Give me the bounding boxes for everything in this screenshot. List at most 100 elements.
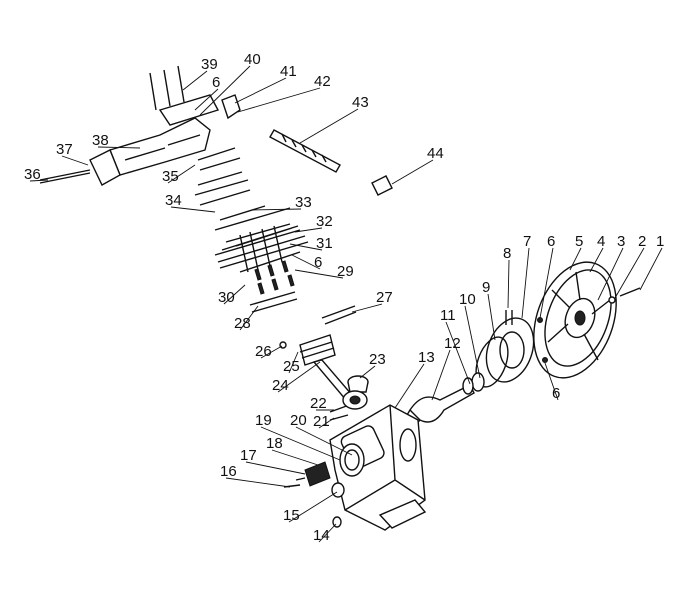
leader-line bbox=[237, 87, 321, 113]
leader-line bbox=[277, 361, 321, 393]
connecting-rod bbox=[279, 305, 368, 410]
leader-line bbox=[251, 208, 302, 211]
leader-line bbox=[569, 247, 582, 271]
leader-line bbox=[464, 305, 481, 379]
part-label-6: 6 bbox=[552, 385, 560, 402]
leader-line bbox=[288, 491, 338, 523]
leader-line bbox=[234, 77, 287, 104]
leader-line bbox=[299, 108, 359, 144]
leader-line bbox=[245, 461, 306, 475]
part-label-32: 32 bbox=[316, 213, 333, 230]
leader-line bbox=[431, 349, 451, 401]
part-label-41: 41 bbox=[280, 63, 297, 80]
leader-line bbox=[294, 227, 323, 233]
flywheel-bolts bbox=[505, 287, 641, 363]
part-label-15: 15 bbox=[283, 507, 300, 524]
part-label-33: 33 bbox=[295, 194, 312, 211]
part-label-12: 12 bbox=[444, 335, 461, 352]
flywheel bbox=[533, 261, 617, 379]
leader-line bbox=[614, 247, 645, 299]
part-label-34: 34 bbox=[165, 192, 182, 209]
part-label-11: 11 bbox=[440, 307, 456, 324]
part-label-24: 24 bbox=[272, 377, 289, 394]
part-label-8: 8 bbox=[503, 245, 511, 262]
leader-line bbox=[394, 363, 425, 409]
part-label-37: 37 bbox=[56, 141, 73, 158]
part-label-9: 9 bbox=[482, 279, 490, 296]
part-label-43: 43 bbox=[352, 94, 369, 111]
leader-line bbox=[29, 179, 49, 182]
leader-line bbox=[194, 88, 219, 111]
leader-line bbox=[260, 345, 283, 359]
part-label-21: 21 bbox=[313, 413, 330, 430]
leader-line bbox=[167, 164, 196, 184]
part-label-5: 5 bbox=[575, 233, 583, 250]
leader-line bbox=[318, 523, 337, 543]
part-label-18: 18 bbox=[266, 435, 283, 452]
leader-line bbox=[359, 365, 376, 379]
leader-line bbox=[61, 155, 89, 166]
part-label-6: 6 bbox=[314, 254, 322, 271]
leader-line bbox=[539, 247, 554, 319]
leader-line bbox=[445, 321, 471, 385]
leader-line bbox=[288, 351, 299, 374]
leader-line bbox=[487, 293, 496, 341]
cylinder-rings bbox=[194, 147, 309, 313]
leader-line bbox=[225, 477, 291, 488]
part-label-39: 39 bbox=[201, 56, 218, 73]
sight-glass bbox=[283, 461, 345, 528]
leader-line bbox=[295, 426, 353, 456]
leader-line bbox=[318, 417, 335, 429]
leader-line bbox=[182, 70, 208, 91]
leader-line bbox=[391, 159, 434, 185]
leader-line bbox=[271, 449, 319, 466]
part-label-2: 2 bbox=[638, 233, 646, 250]
part-label-10: 10 bbox=[459, 291, 476, 308]
part-label-14: 14 bbox=[313, 527, 330, 544]
part-label-35: 35 bbox=[162, 168, 179, 185]
leader-line bbox=[589, 247, 604, 273]
part-label-42: 42 bbox=[314, 73, 331, 90]
part-label-40: 40 bbox=[244, 51, 261, 68]
part-label-19: 19 bbox=[255, 412, 272, 429]
leader-line bbox=[507, 259, 510, 309]
part-label-36: 36 bbox=[24, 166, 41, 183]
part-label-13: 13 bbox=[418, 349, 435, 366]
part-label-29: 29 bbox=[337, 263, 354, 280]
part-label-27: 27 bbox=[376, 289, 393, 306]
part-label-17: 17 bbox=[240, 447, 257, 464]
fitting-and-tube bbox=[221, 94, 393, 196]
part-label-6: 6 bbox=[212, 74, 220, 91]
leader-lines bbox=[29, 65, 663, 543]
part-label-1: 1 bbox=[656, 233, 664, 250]
leader-line bbox=[223, 284, 246, 305]
part-label-7: 7 bbox=[523, 233, 531, 250]
part-label-16: 16 bbox=[220, 463, 237, 480]
part-label-30: 30 bbox=[218, 289, 235, 306]
part-label-44: 44 bbox=[427, 145, 444, 162]
leader-line bbox=[544, 362, 559, 401]
part-label-22: 22 bbox=[310, 395, 327, 412]
part-label-31: 31 bbox=[316, 235, 333, 252]
part-label-20: 20 bbox=[290, 412, 307, 429]
breather-cap bbox=[329, 375, 369, 421]
cylinder-head bbox=[39, 65, 220, 186]
leader-line bbox=[260, 426, 341, 461]
leader-line bbox=[597, 247, 624, 301]
part-label-4: 4 bbox=[597, 233, 605, 250]
leader-line bbox=[170, 206, 216, 213]
leader-line bbox=[291, 254, 321, 270]
part-label-3: 3 bbox=[617, 233, 625, 250]
part-label-23: 23 bbox=[369, 351, 386, 368]
leader-line bbox=[294, 269, 344, 279]
part-label-6: 6 bbox=[547, 233, 555, 250]
leader-line bbox=[351, 303, 383, 313]
leader-line bbox=[239, 305, 259, 331]
leader-line bbox=[199, 65, 251, 116]
leader-line bbox=[639, 247, 663, 291]
part-label-38: 38 bbox=[92, 132, 109, 149]
part-label-26: 26 bbox=[255, 343, 272, 360]
leader-line bbox=[521, 247, 530, 319]
